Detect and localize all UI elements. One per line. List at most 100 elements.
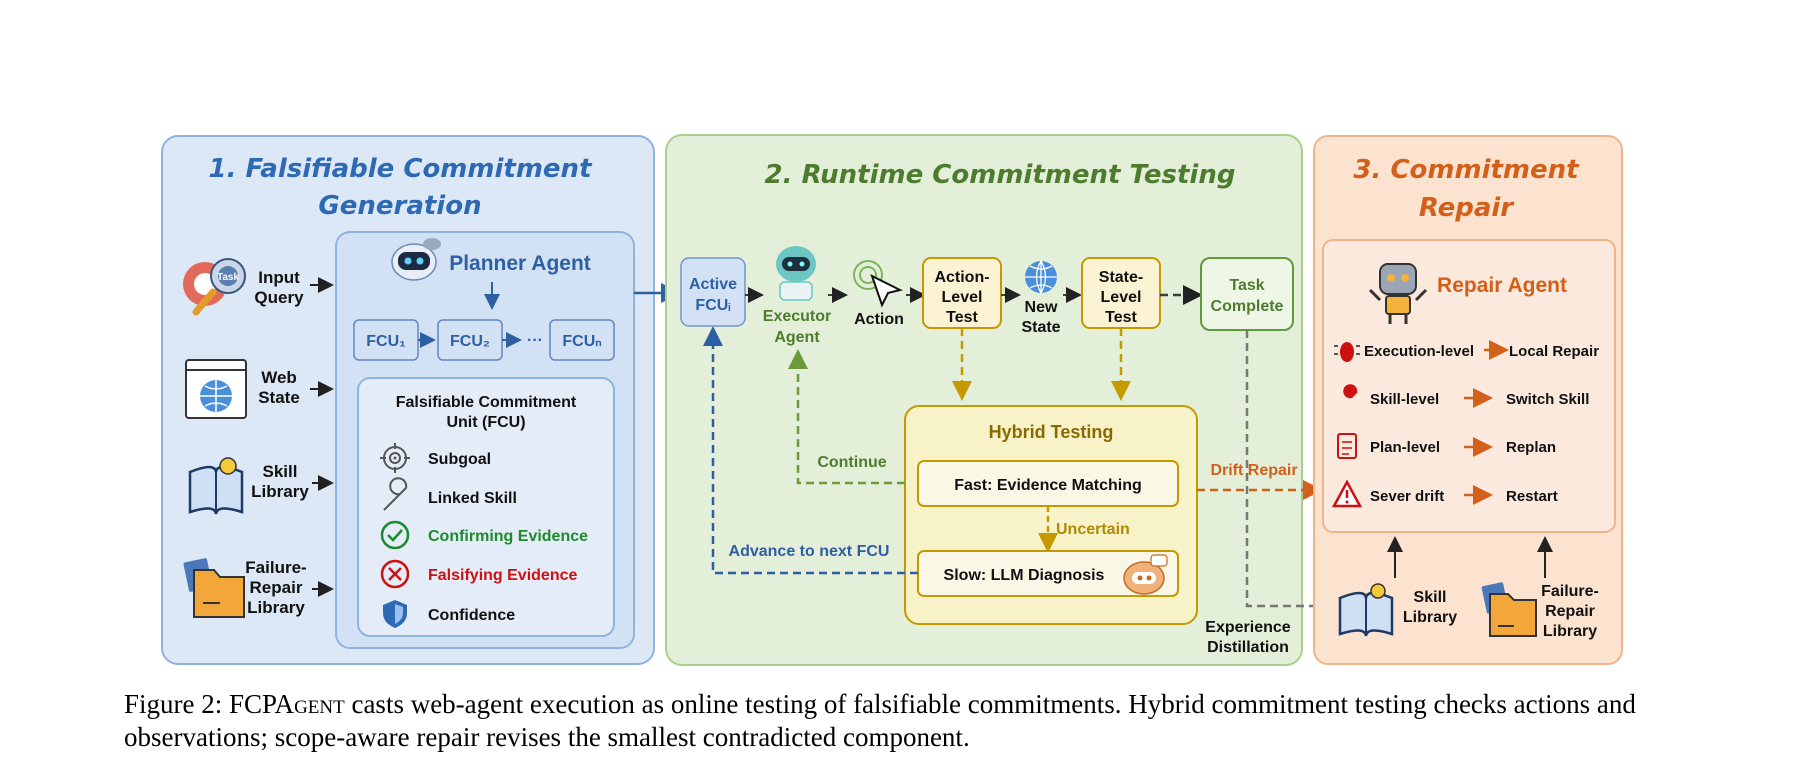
repair-row-skill-level: Skill-level [1370, 391, 1439, 408]
active-fcu-line2: FCUᵢ [695, 297, 730, 314]
cursor-click-icon [853, 260, 903, 308]
folder-icon [1481, 582, 1537, 637]
new-state-line2: State [1021, 319, 1060, 336]
repair-row-drift-action: Restart [1506, 488, 1558, 505]
repair-agent-label: Repair Agent [1437, 274, 1567, 297]
web-state: Web State [185, 359, 334, 419]
clipboard-icon [1337, 433, 1357, 459]
new-state-line1: New [1025, 299, 1058, 316]
uncertain-label: Uncertain [1056, 521, 1130, 538]
fcu-ellipsis: ··· [527, 332, 543, 349]
executor-line1: Executor [763, 308, 831, 325]
continue-label: Continue [817, 454, 886, 471]
folder-icon [183, 558, 245, 618]
drift-repair-label: Drift Repair [1210, 462, 1297, 479]
hybrid-title: Hybrid Testing [989, 422, 1114, 442]
frl-out-line3: Library [1543, 623, 1597, 640]
wrench-icon [383, 477, 408, 511]
repair-row-plan-action: Replan [1506, 439, 1556, 456]
frl-input-line2: Repair [250, 578, 303, 597]
panel3-title-line2: Repair [1419, 193, 1515, 223]
robot-icon [391, 238, 441, 281]
input-query-line1: Input [258, 268, 300, 287]
diagnosis-robot-icon [1123, 554, 1168, 595]
repair-row-drift-level: Sever drift [1370, 488, 1444, 505]
fcu1-label: FCU₁ [366, 333, 406, 350]
input-query-line2: Query [254, 288, 304, 307]
input-query: Task Input Query [183, 258, 334, 316]
task-complete-box [1200, 257, 1294, 331]
fcu-box-title-line1: Falsifiable Commitment [396, 394, 577, 411]
frl-out-line2: Repair [1545, 603, 1595, 620]
task-complete-line2: Complete [1211, 298, 1284, 315]
skill-library-input-line2: Library [251, 482, 309, 501]
book-lightbulb-icon [1338, 583, 1394, 637]
panel-runtime-testing: 2. Runtime Commitment Testing Active FCU… [665, 134, 1343, 666]
warning-icon [1331, 479, 1363, 508]
web-state-line1: Web [261, 368, 297, 387]
fcu-item-linked-skill: Linked Skill [428, 490, 517, 507]
failure-repair-library-input: Failure- Repair Library [183, 558, 334, 618]
fcu-item-subgoal: Subgoal [428, 451, 491, 468]
caption-prefix: Figure 2: FCPA [124, 689, 295, 719]
check-circle-icon [380, 520, 410, 550]
skill-library-out-line2: Library [1403, 609, 1457, 626]
repair-robot-icon [1368, 263, 1428, 324]
book-lightbulb-icon [188, 457, 244, 515]
experience-line2: Distillation [1207, 639, 1289, 656]
fcu-item-confirming: Confirming Evidence [428, 528, 588, 545]
bug-icon [1334, 342, 1360, 362]
panel-commitment-generation: 1. Falsifiable Commitment Generation Tas… [161, 135, 655, 665]
fcu-chain: FCU₁ FCU₂ ··· FCUₙ [353, 319, 615, 361]
target-icon [380, 443, 410, 473]
active-fcu-line1: Active [689, 276, 737, 293]
action-test-line2: Level [942, 289, 983, 306]
advance-label: Advance to next FCU [729, 543, 890, 560]
experience-line1: Experience [1205, 619, 1290, 636]
repair-row-exec-level: Execution-level [1364, 343, 1474, 360]
hybrid-testing-box: Hybrid Testing Fast: Evidence Matching U… [904, 405, 1198, 625]
framework-diagram: 1. Falsifiable Commitment Generation Tas… [161, 134, 1623, 666]
fcun-label: FCUₙ [562, 333, 601, 350]
globe-icon [1025, 260, 1057, 294]
panel3-title-line1: 3. Commitment [1353, 155, 1580, 185]
panel1-title-line2: Generation [318, 191, 481, 221]
executor-line2: Agent [774, 329, 820, 346]
action-label: Action [854, 311, 904, 328]
figure-caption: Figure 2: FCPAgent casts web-agent execu… [124, 688, 1684, 754]
task-label: Task [217, 272, 239, 283]
task-magnifier-icon: Task [183, 258, 246, 316]
slow-label: Slow: LLM Diagnosis [944, 567, 1105, 584]
fcu-detail-box: Falsifiable Commitment Unit (FCU) Subgoa… [357, 377, 615, 637]
frl-out-line1: Failure- [1541, 583, 1599, 600]
panel2-title: 2. Runtime Commitment Testing [765, 160, 1236, 190]
panel-commitment-repair: 3. Commitment Repair Repair Agent Execut… [1313, 135, 1623, 665]
planner-agent-label: Planner Agent [449, 252, 591, 275]
fcu2-label: FCU₂ [450, 333, 490, 350]
frl-input-line3: Library [247, 598, 305, 617]
task-complete-line1: Task [1229, 277, 1264, 294]
action-test-line3: Test [946, 309, 978, 326]
state-test-line3: Test [1105, 309, 1137, 326]
fast-label: Fast: Evidence Matching [954, 477, 1142, 494]
skill-library-input: Skill Library [188, 457, 334, 515]
action-test-line1: Action- [934, 269, 989, 286]
repair-row-exec-action: Local Repair [1509, 343, 1599, 360]
frl-input-line1: Failure- [245, 558, 306, 577]
repair-row-plan-level: Plan-level [1370, 439, 1440, 456]
skill-library-out-line1: Skill [1414, 589, 1447, 606]
state-test-line2: Level [1101, 289, 1142, 306]
web-state-line2: State [258, 388, 300, 407]
repair-row-skill-action: Switch Skill [1506, 391, 1589, 408]
caption-smallcaps: gent [294, 689, 345, 719]
skill-library-input-line1: Skill [263, 462, 298, 481]
caption-rest: casts web-agent execution as online test… [124, 689, 1636, 752]
panel1-title-line1: 1. Falsifiable Commitment [209, 154, 594, 184]
web-browser-icon [185, 359, 247, 419]
fcu-item-falsifying: Falsifying Evidence [428, 567, 577, 584]
shield-icon [383, 600, 407, 628]
x-circle-icon [380, 559, 410, 589]
fcu-item-confidence: Confidence [428, 607, 515, 624]
planner-box: Planner Agent FCU₁ FCU₂ ··· FCUₙ Falsifi… [335, 231, 635, 649]
fcu-box-title-line2: Unit (FCU) [446, 414, 525, 431]
